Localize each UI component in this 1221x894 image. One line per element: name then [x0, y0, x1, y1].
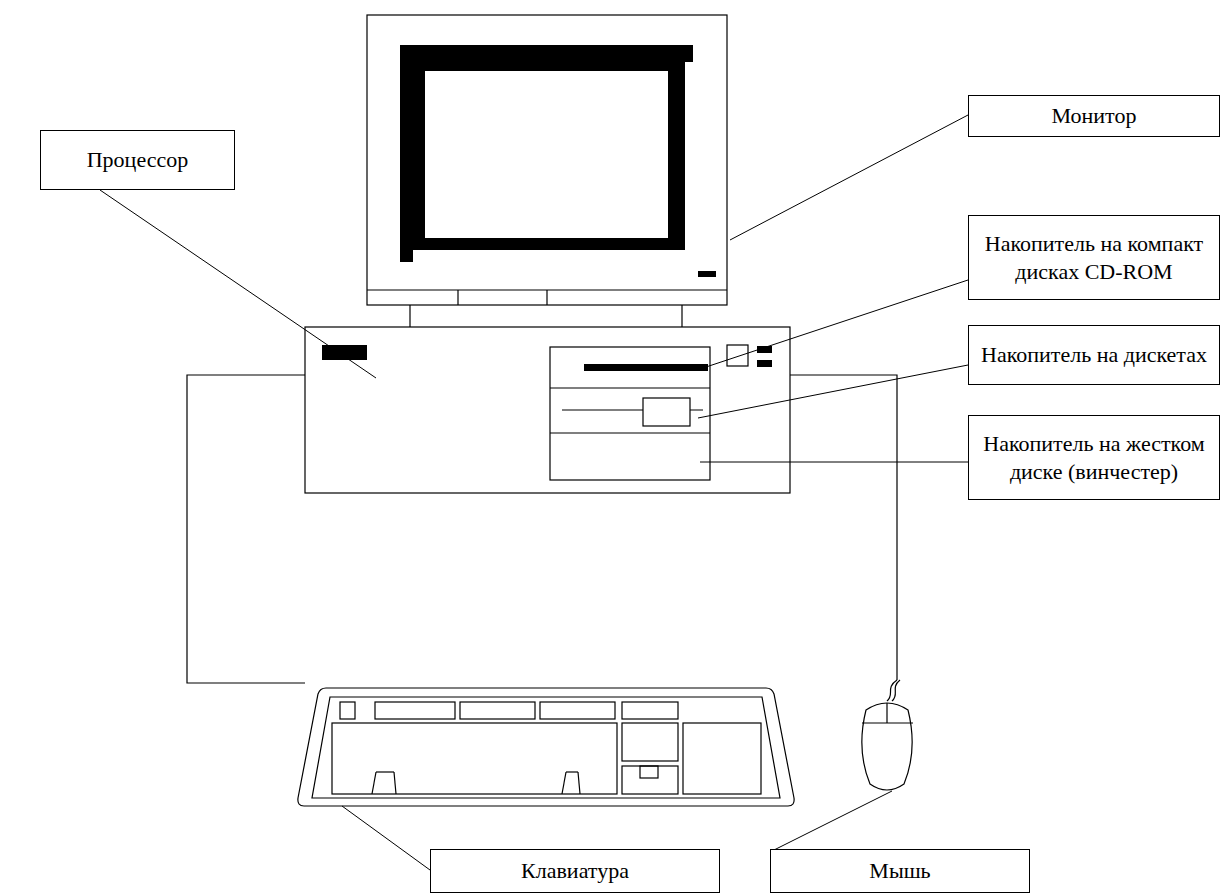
- keyboard-drawing: [298, 688, 794, 806]
- callout-box: Накопитель на дискетах: [968, 325, 1220, 385]
- callout-box: Накопитель на компакт дисках CD-ROM: [968, 215, 1220, 300]
- callout-label: Клавиатура: [521, 857, 629, 885]
- callout-label: Процессор: [87, 146, 189, 174]
- system-unit-drawing: [305, 327, 790, 493]
- callout-box: Клавиатура: [430, 849, 720, 893]
- keyboard-cable: [187, 375, 305, 683]
- callout-box: Накопитель на жестком диске (винчестер): [968, 415, 1220, 500]
- callout-label: Накопитель на дискетах: [981, 341, 1207, 369]
- callout-label: Накопитель на жестком диске (винчестер): [975, 430, 1213, 486]
- callout-box: Мышь: [770, 849, 1030, 893]
- mouse-cable: [790, 375, 897, 680]
- callout-label: Монитор: [1052, 102, 1137, 130]
- leader-lines: [100, 115, 968, 870]
- mouse-cord: [887, 680, 900, 701]
- callout-label: Мышь: [869, 857, 930, 885]
- callout-box: Процессор: [40, 130, 235, 190]
- callout-box: Монитор: [968, 95, 1220, 137]
- mouse-drawing: [862, 703, 913, 790]
- monitor-drawing: [367, 15, 727, 327]
- callout-label: Накопитель на компакт дисках CD-ROM: [975, 230, 1213, 286]
